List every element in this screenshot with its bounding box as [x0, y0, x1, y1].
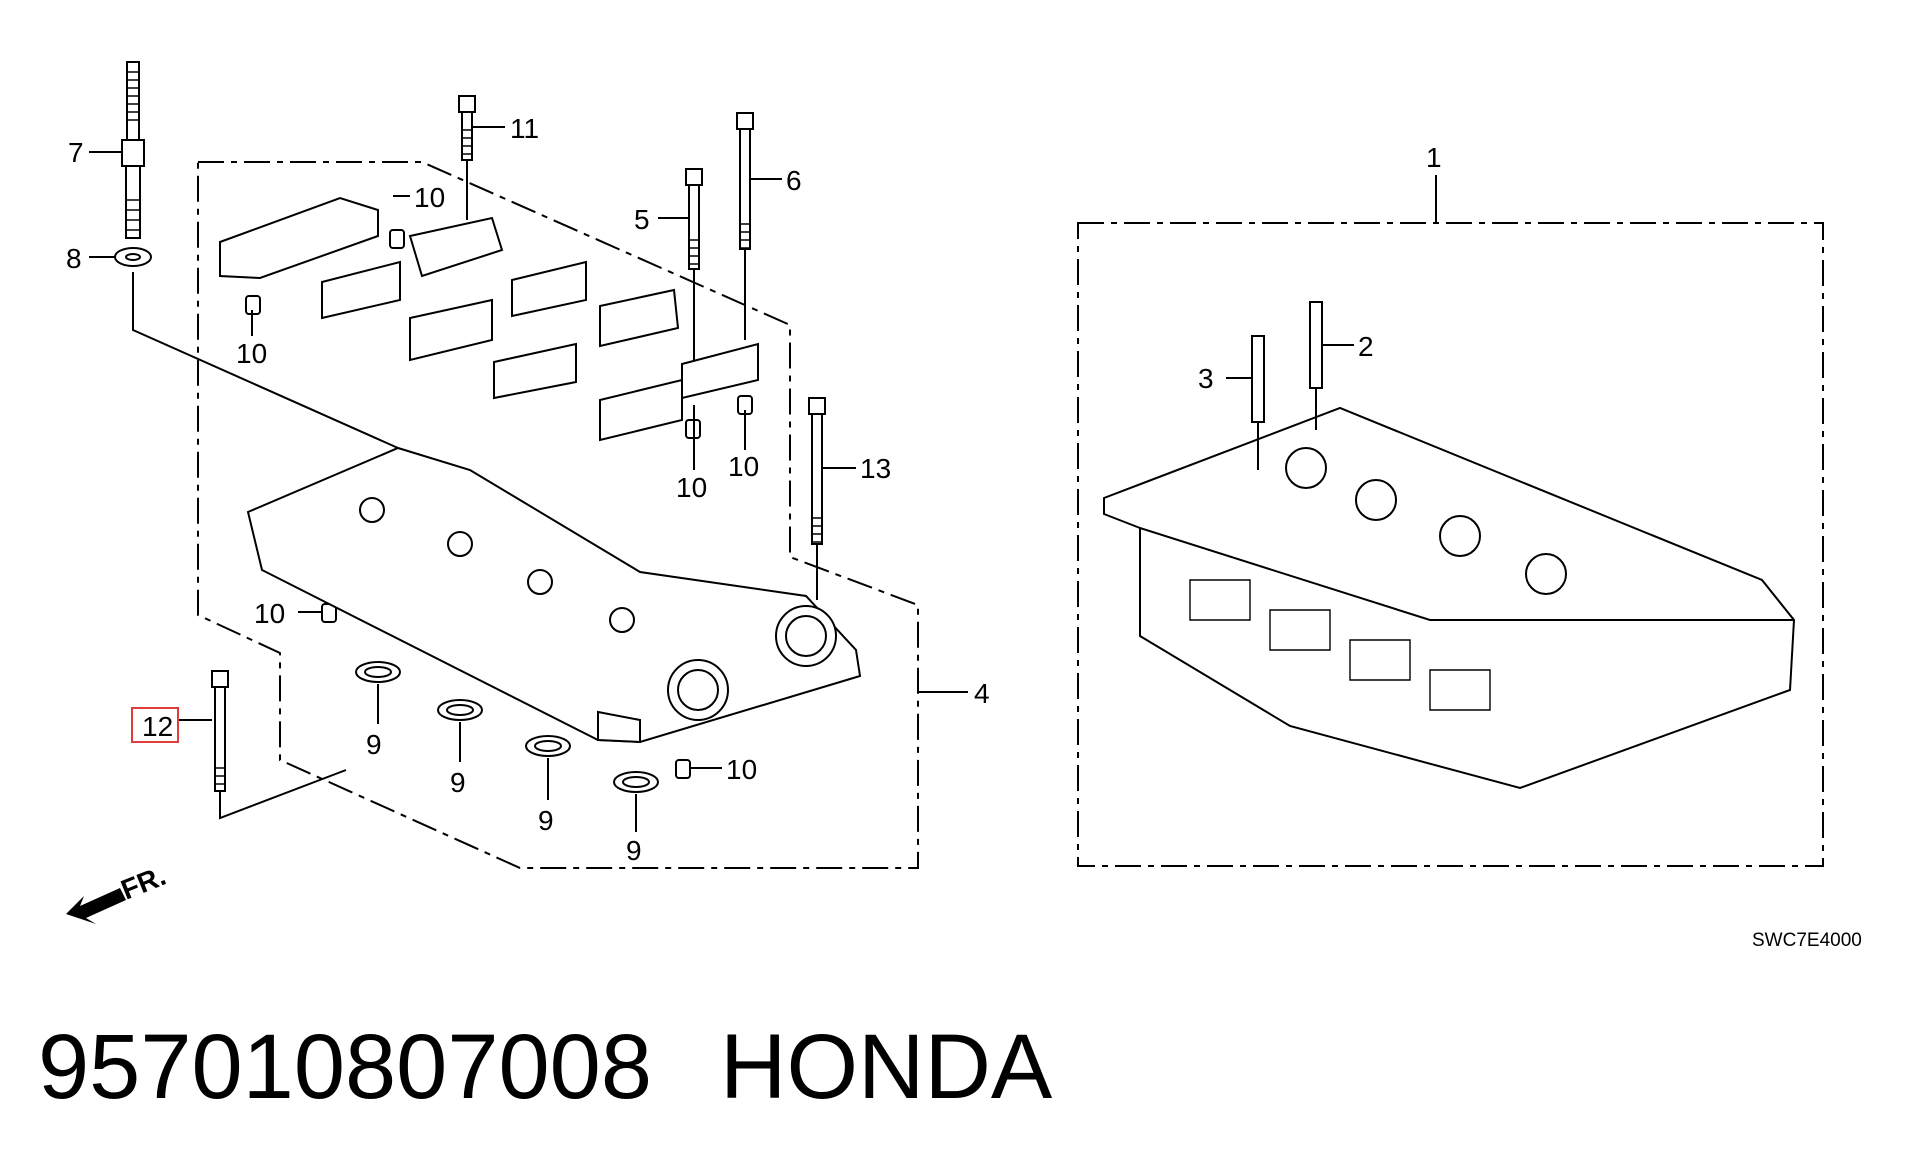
callout-1: 1	[1426, 142, 1442, 173]
callout-3: 3	[1198, 363, 1214, 394]
camshaft-housing-part	[246, 446, 862, 744]
callout-8: 8	[66, 243, 82, 274]
bolt-6-part	[736, 112, 754, 250]
callout-10: 10	[676, 472, 707, 503]
brand-name: HONDA	[720, 1016, 1053, 1118]
callout-9: 9	[626, 835, 642, 866]
callout-10: 10	[728, 451, 759, 482]
valve-guide-3-part	[1251, 335, 1265, 423]
callout-5: 5	[634, 204, 650, 235]
callout-11: 11	[510, 113, 539, 144]
bolt-12-part	[211, 670, 229, 792]
dowel-pins	[245, 229, 753, 779]
callout-10: 10	[236, 338, 267, 369]
callout-10: 10	[254, 598, 285, 629]
diagram-code: SWC7E4000	[1752, 930, 1862, 951]
callout-13: 13	[860, 453, 891, 484]
callout-10: 10	[414, 182, 445, 213]
front-label: FR.	[117, 860, 170, 906]
callout-9: 9	[366, 729, 382, 760]
bolt-13-part	[808, 397, 826, 545]
front-direction-arrow-icon	[66, 888, 126, 924]
callout-10: 10	[726, 754, 757, 785]
assembly-4-boundary	[197, 161, 919, 869]
callout-9: 9	[450, 767, 466, 798]
oil-seals	[355, 661, 659, 793]
callout-4: 4	[974, 678, 990, 709]
callout-12: 12	[142, 711, 173, 742]
footer: 957010807008 HONDA	[38, 1015, 1052, 1118]
washer-part	[114, 247, 152, 267]
camshaft-holders	[219, 196, 759, 442]
valve-guide-2-part	[1309, 301, 1323, 389]
callout-6: 6	[786, 165, 802, 196]
highlighted-callout-box	[131, 707, 179, 743]
cylinder-head-part	[1103, 406, 1796, 790]
part-number: 957010807008	[38, 1016, 652, 1118]
stud-bolt-part	[121, 61, 145, 239]
callout-7: 7	[68, 137, 84, 168]
callout-9: 9	[538, 805, 554, 836]
assembly-1-boundary	[1077, 222, 1824, 867]
callout-2: 2	[1358, 331, 1374, 362]
